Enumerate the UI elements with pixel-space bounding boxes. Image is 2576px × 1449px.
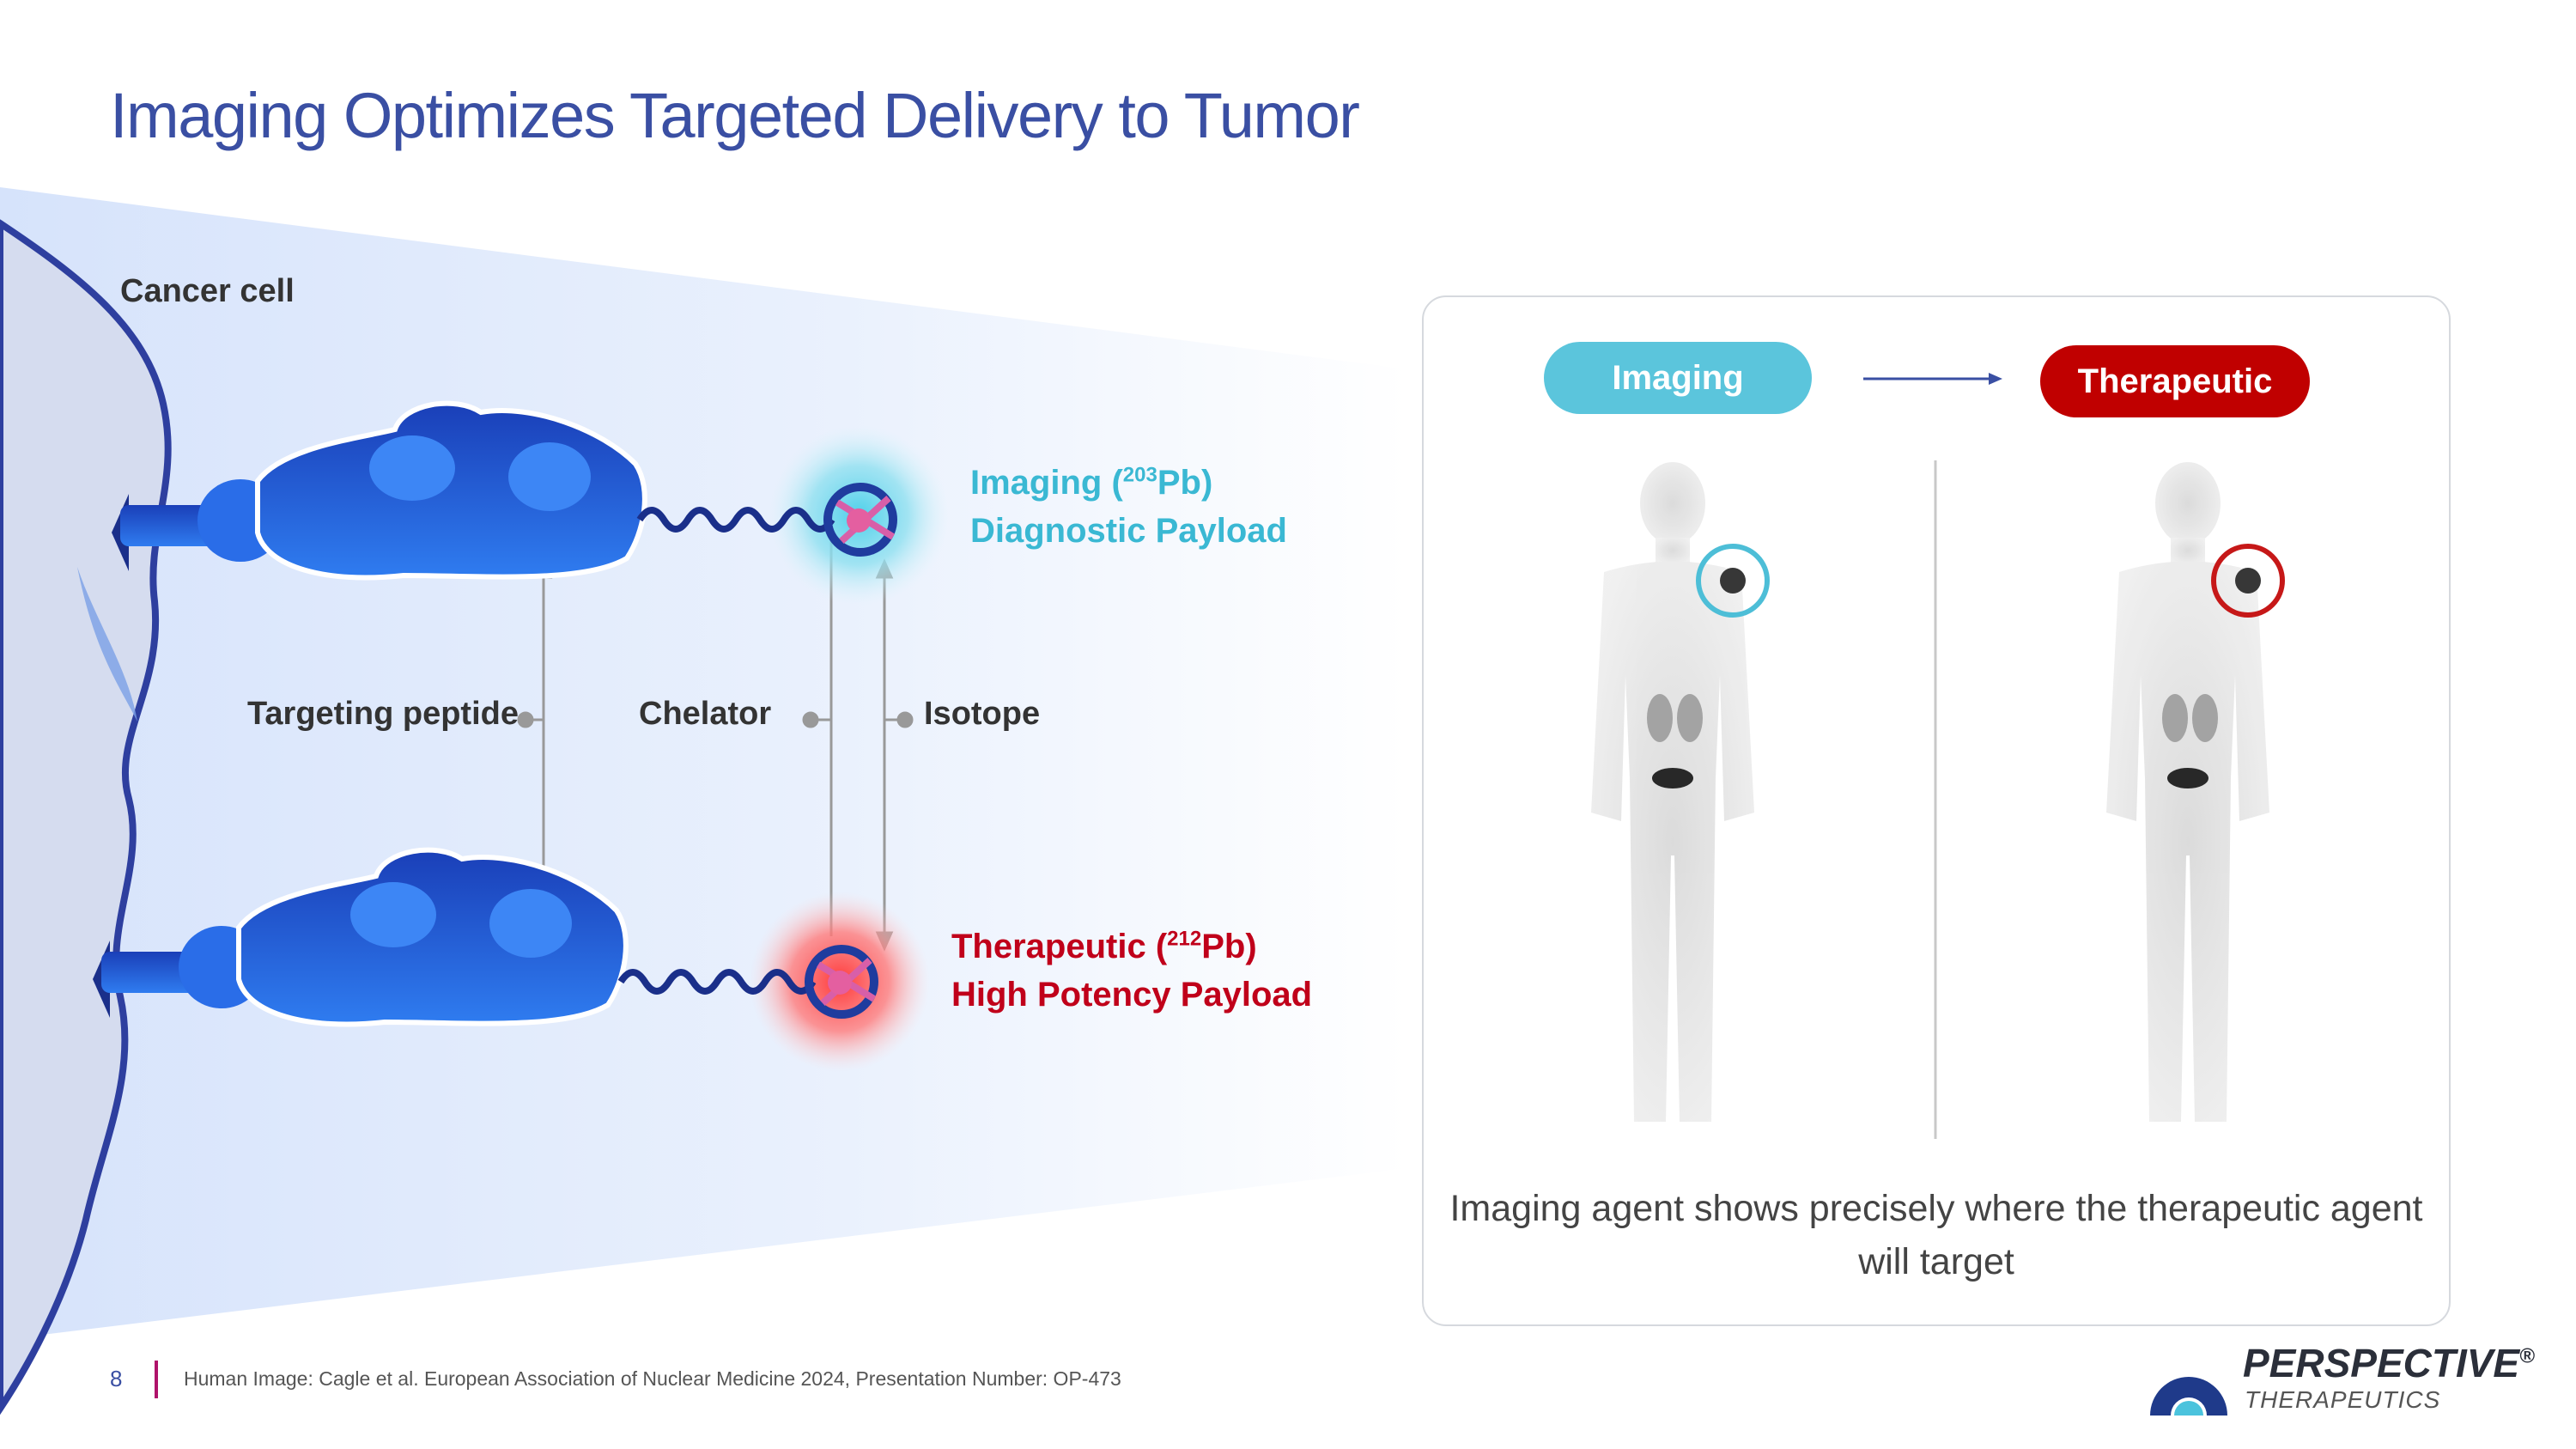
brand-subtitle: THERAPEUTICS	[2245, 1386, 2441, 1413]
imaging-payload-label: Imaging (203Pb) Diagnostic Payload	[970, 463, 1287, 550]
arrow-right-icon	[1863, 373, 2002, 385]
slide-title: Imaging Optimizes Targeted Delivery to T…	[110, 80, 1360, 151]
perspective-logo-icon	[2150, 1377, 2227, 1416]
scan-comparison-panel: Imaging Therapeutic	[1422, 295, 2451, 1326]
therapeutic-molecule-graphic	[93, 847, 930, 1072]
chelator-label: Chelator	[639, 696, 772, 732]
panel-caption: Imaging agent shows precisely where the …	[1449, 1188, 2423, 1282]
body-scan-images	[1591, 460, 2285, 1139]
footer-divider	[155, 1361, 158, 1398]
targeting-peptide-label: Targeting peptide	[247, 696, 519, 732]
imaging-body-scan	[1591, 462, 1770, 1122]
therapeutic-body-scan	[2106, 462, 2285, 1122]
therapeutic-payload-label: Therapeutic (212Pb) High Potency Payload	[951, 927, 1313, 1014]
isotope-label: Isotope	[924, 696, 1041, 732]
page-number: 8	[110, 1366, 123, 1391]
cancer-cell-label: Cancer cell	[120, 273, 295, 309]
imaging-molecule-graphic	[112, 400, 949, 606]
beam-shape	[0, 187, 1408, 1340]
brand-name: PERSPECTIVE®	[2243, 1341, 2535, 1385]
footnote: Human Image: Cagle et al. European Assoc…	[184, 1367, 1121, 1390]
therapeutic-pill: Therapeutic	[2040, 345, 2310, 417]
imaging-pill: Imaging	[1544, 342, 1812, 414]
